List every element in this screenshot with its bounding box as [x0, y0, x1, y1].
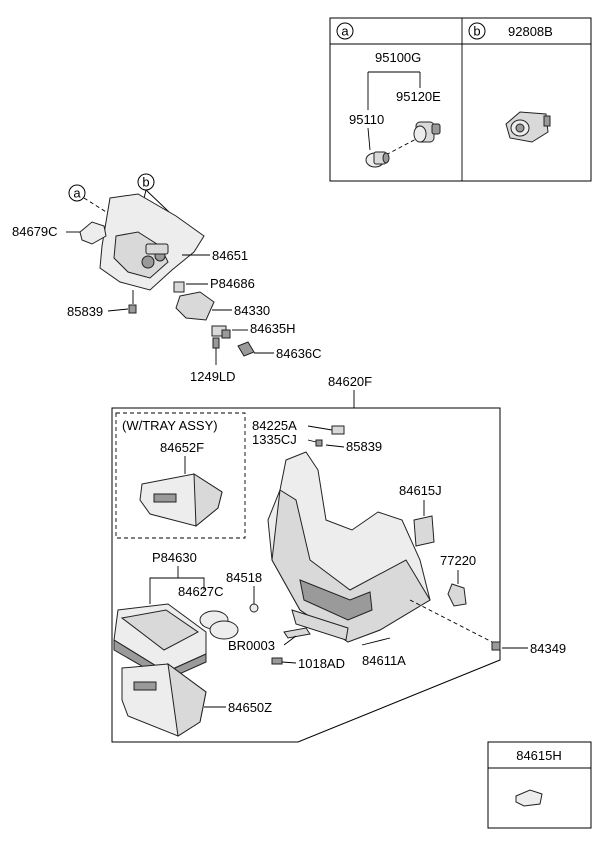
part-label-84650Z: 84650Z: [228, 700, 272, 715]
part-label-95110: 95110: [349, 112, 384, 127]
clip-85839-icon: [128, 304, 137, 314]
part-label-P84686: P84686: [210, 276, 255, 291]
part-label-85839-mid: 85839: [346, 439, 382, 454]
part-label-84615J: 84615J: [399, 483, 442, 498]
cap-84615H-icon: [515, 789, 543, 807]
clip-77220-icon: [447, 583, 467, 607]
part-label-92808B: 92808B: [508, 24, 553, 39]
part-label-84620F: 84620F: [328, 374, 372, 389]
part-label-77220: 77220: [440, 553, 476, 568]
screw-84349-icon: [491, 641, 501, 651]
part-label-84651: 84651: [212, 248, 248, 263]
part-label-84679C: 84679C: [12, 224, 58, 239]
part-label-84635H: 84635H: [250, 321, 296, 336]
callout-a-marker-icon: [68, 184, 86, 202]
part-label-84611A: 84611A: [362, 653, 406, 668]
inset-callout-b: b: [473, 24, 480, 39]
inset-box: a b 92808B 95100G 95120E 95110: [329, 17, 592, 182]
callout-b-icon: [468, 22, 486, 40]
screw-1018AD-icon: [271, 657, 283, 665]
bracket-84330-icon: [175, 291, 215, 321]
connector-84636C-icon: [237, 341, 255, 357]
clip-84225A-icon: [331, 425, 345, 435]
part-label-84627C: 84627C: [178, 584, 224, 599]
part-box-84615H: 84615H: [487, 741, 592, 829]
screw-1249LD-icon: [212, 337, 220, 349]
inset-callout-a: a: [341, 24, 349, 39]
pad-84679C-icon: [79, 221, 107, 245]
tray-assy-label: (W/TRAY ASSY): [122, 418, 218, 433]
callout-b: b: [142, 175, 149, 190]
part-label-BR0003: BR0003: [228, 638, 275, 653]
part-label-P84630: P84630: [152, 550, 197, 565]
console-body-84611A-icon: [267, 451, 431, 643]
part-label-1249LD: 1249LD: [190, 369, 236, 384]
socket-95110-icon: [365, 151, 390, 168]
part-label-84615H: 84615H: [516, 748, 562, 763]
part-label-95120E: 95120E: [396, 89, 441, 104]
callout-a-icon: [336, 22, 354, 40]
part-label-84652F: 84652F: [160, 440, 204, 455]
power-outlet-92808B-icon: [505, 111, 551, 143]
clip-P84686-icon: [173, 281, 185, 293]
part-label-84518: 84518: [226, 570, 262, 585]
part-label-84636C: 84636C: [276, 346, 322, 361]
part-label-1335CJ: 1335CJ: [252, 432, 297, 447]
part-label-84349: 84349: [530, 641, 566, 656]
tray-84650Z-icon: [121, 662, 207, 737]
part-label-84330: 84330: [234, 303, 270, 318]
cup-ring-84627C-icon: [199, 610, 239, 640]
bracket-BR0003-icon: [283, 627, 311, 639]
socket-95120E-icon: [413, 121, 441, 143]
tray-assy-box: [115, 412, 246, 539]
part-label-84225A: 84225A: [252, 418, 297, 433]
screw-1335CJ-icon: [315, 439, 323, 447]
tray-84652F-icon: [139, 473, 223, 528]
callout-a: a: [73, 186, 81, 201]
part-label-95100G: 95100G: [375, 50, 421, 65]
plug-84518-icon: [249, 603, 259, 613]
upper-bezel-group: b a 84679C 84651 P84686 84330 85839: [12, 173, 322, 384]
part-label-1018AD: 1018AD: [298, 656, 345, 671]
assembly-frame: [111, 407, 501, 743]
grille-84615J-icon: [413, 515, 435, 547]
part-label-85839-top: 85839: [67, 304, 103, 319]
